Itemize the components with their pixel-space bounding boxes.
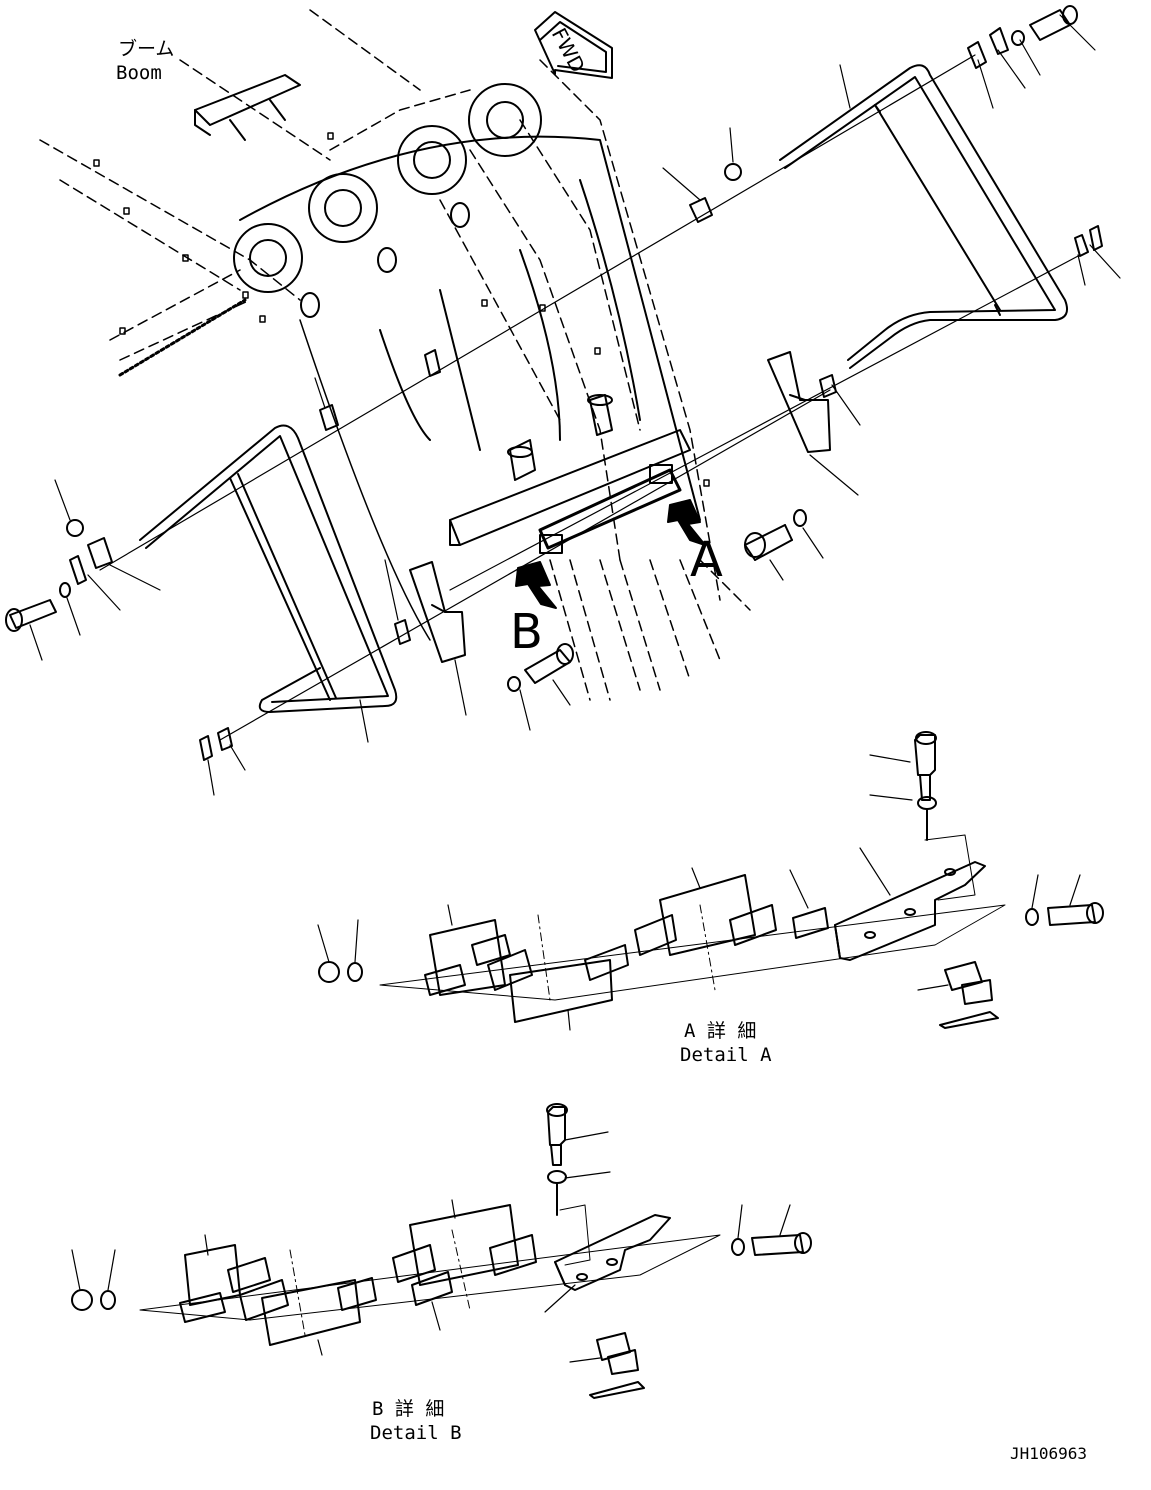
detail-b-drawing	[71, 1103, 812, 1399]
detail-a-drawing	[317, 731, 1104, 1031]
arrow-b-label: B	[510, 604, 543, 660]
boom-label-jp: ブーム	[118, 38, 175, 60]
fwd-arrow-box	[534, 11, 613, 79]
detail-b-label-jp: B 詳 細	[372, 1398, 445, 1420]
boom-structure	[39, 9, 751, 701]
drawing-id: JH106963	[1010, 1444, 1088, 1463]
detail-b-label-en: Detail B	[370, 1422, 462, 1444]
leader-lines-top	[29, 14, 1121, 796]
left-handrail	[5, 349, 574, 761]
center-clamp-assembly	[449, 394, 706, 609]
boom-label-en: Boom	[116, 62, 162, 84]
detail-a-label-en: Detail A	[680, 1044, 772, 1066]
right-handrail	[99, 5, 1103, 741]
arrow-a-label: A	[690, 532, 723, 588]
detail-a-label-jp: A 詳 細	[684, 1020, 757, 1042]
